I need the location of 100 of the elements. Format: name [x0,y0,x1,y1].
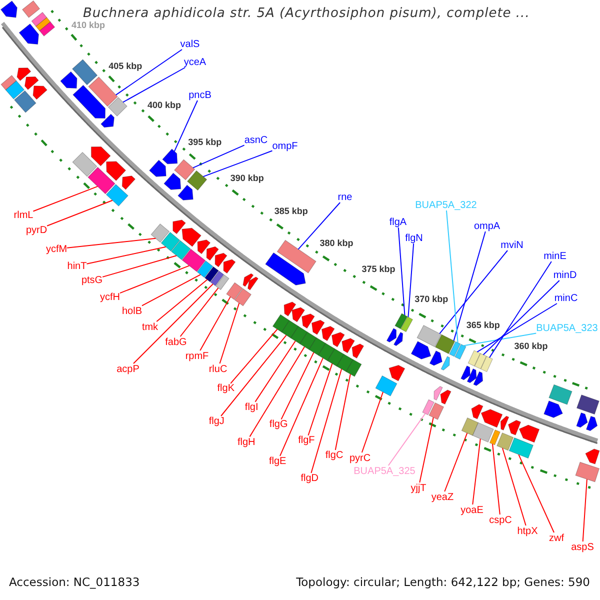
map-title: Buchnera aphidicola str. 5A (Acyrthosiphon pisum), complete ... [83,7,530,20]
gene-pentagon [429,350,442,366]
gene-block [204,266,219,282]
scale-label: 405 kbp [108,60,142,71]
gene-block [576,394,600,415]
gene-block [461,417,479,436]
gene-block [186,170,208,191]
gene-label: ycfH [100,292,120,302]
gene-block [36,17,51,32]
gene-block [72,152,98,177]
gene-block [234,288,252,306]
gene-block [480,356,493,372]
scale-label: 410 kbp [72,20,106,30]
leader-line [86,246,166,264]
leader-line [133,284,214,364]
leader-line [115,49,182,96]
gene-label: holB [122,306,142,316]
gene-label: minD [553,270,577,280]
gene-block [468,350,481,366]
gene-label: flgN [405,232,423,244]
gene-pentagon [242,273,254,287]
gene-label: flgJ [208,416,224,427]
gene-pentagon [352,344,364,359]
gene-label: flgC [325,450,344,461]
gene-pentagon [16,68,32,82]
gene-pentagon [18,23,39,45]
footer-text: Accession: NC_011833 [9,576,140,588]
gene-label: pyrC [349,452,371,464]
gene-block [276,240,316,274]
gene-block [489,430,500,446]
scale-label: 365 kbp [466,320,500,330]
leader-line [102,255,177,278]
leader-line [419,416,434,483]
gene-pentagon [148,160,166,177]
leader-line [582,478,588,542]
gene-block [496,432,514,451]
leader-line [220,334,287,416]
scale-label: 375 kbp [362,264,396,274]
scale-label: 380 kbp [320,238,354,248]
gene-pentagon [182,228,202,247]
gene-block [300,332,317,350]
gene-block [400,316,414,332]
gene-pentagon [284,302,296,316]
scale-label: 390 kbp [230,172,264,183]
gene-label: ompF [272,140,298,152]
gene-pentagon [172,220,186,234]
leader-line [249,346,306,438]
leader-line [122,67,186,103]
gene-pentagon [342,338,355,354]
leader-line [142,274,202,306]
gene-label: yoaE [460,504,484,516]
leader-line [200,296,231,351]
gene-label: rlmL [14,210,34,220]
leader-line [361,392,384,453]
gene-label: flgD [300,473,318,484]
gene-block [290,326,308,344]
leader-line [398,227,406,316]
leader-line [463,332,537,346]
gene-label: BUAP5A_325 [354,466,416,476]
gene-block [422,399,434,416]
gene-pentagon [410,341,432,360]
gene-pentagon [0,0,18,18]
leader-line [280,352,314,420]
scale-label: 360 kbp [514,341,548,352]
gene-pentagon [302,314,315,329]
gene-pentagon [106,161,126,182]
gene-block [272,314,290,333]
gene-pentagon [292,307,306,322]
gene-block [394,313,408,330]
gene-pentagon [321,326,335,342]
gene-label: flgK [217,383,235,394]
leader-line [219,302,240,364]
leader-line [453,231,486,342]
gene-pentagon [586,416,598,432]
gene-block [318,342,336,362]
gene-pentagon [122,176,136,190]
gene-pentagon [434,386,443,400]
gene-block [174,159,196,180]
scale-label: 395 kbp [188,137,222,148]
gene-label: aspS [571,542,594,552]
gene-block [31,12,48,27]
gene-pentagon [500,416,510,430]
gene-label: yceA [184,56,206,68]
leader-line [482,280,560,356]
gene-block [346,359,362,377]
leader-line [180,287,219,337]
gene-label: BUAP5A_323 [536,322,598,334]
gene-pentagon [471,404,484,420]
gene-pentagon [386,328,397,342]
scale-label: 370 kbp [414,294,448,304]
gene-pentagon [460,365,470,380]
gene-label: pyrD [26,224,48,236]
leader-line [388,413,426,466]
gene-pentagon [162,148,178,164]
leader-line [489,261,552,358]
gene-block [196,260,214,278]
gene-block [150,223,170,243]
gene-pentagon [178,184,194,200]
gene-pentagon [164,172,182,190]
gene-label: flgI [244,402,258,413]
